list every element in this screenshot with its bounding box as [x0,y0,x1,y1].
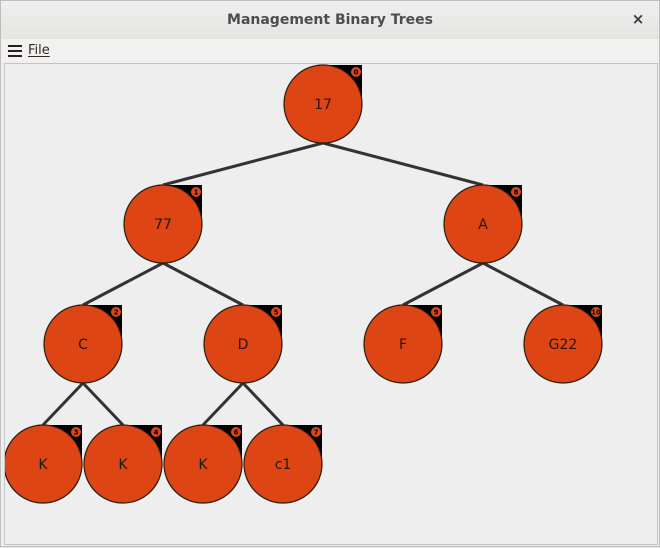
node-circle [123,184,203,264]
node-value-label: K [118,457,128,473]
node-value-label: G22 [549,337,578,353]
node-circle [523,304,603,384]
file-menu[interactable]: File [8,42,50,59]
node-circle [283,64,363,144]
node-value-label: 17 [314,97,332,113]
tree-edge [482,261,564,307]
tree-edge [322,141,484,187]
node-index-badge [311,427,321,437]
node-value-label: D [238,337,249,353]
node-index-label: 8 [514,189,519,197]
tree-node[interactable]: 3K [3,424,83,504]
node-circle [43,304,123,384]
node-index-badge [351,67,361,77]
tree-edge [402,261,484,307]
tree-edge [162,141,324,187]
tree-edge [201,381,245,427]
edges-layer [41,141,564,427]
tree-edge [81,381,125,427]
node-value-label: 77 [154,217,172,233]
node-circle [243,424,323,504]
tree-node[interactable]: 8A [443,184,523,264]
title-bar[interactable]: Management Binary Trees × [1,1,659,40]
node-circle [163,424,243,504]
tree-edge [162,261,244,307]
node-index-label: 5 [274,309,279,317]
node-index-badge [231,427,241,437]
tree-node[interactable]: 2C [43,304,123,384]
node-value-label: c1 [275,457,292,473]
node-index-badge [431,307,441,317]
node-index-label: 0 [354,69,359,77]
node-index-badge [271,307,281,317]
node-index-label: 7 [314,429,319,437]
tree-edge [241,381,285,427]
close-button[interactable]: × [631,10,645,28]
node-value-label: A [478,217,488,233]
node-value-label: K [38,457,48,473]
menu-bar: File [1,39,659,61]
node-index-label: 1 [194,189,199,197]
node-index-label: 10 [591,309,601,317]
window-title: Management Binary Trees [227,12,433,28]
tree-node[interactable]: 7 c1 [243,424,323,504]
node-circle [83,424,163,504]
menu-icon [8,44,22,57]
tree-node[interactable]: 6K [163,424,243,504]
node-circle [443,184,523,264]
node-value-label: K [198,457,208,473]
tree-node[interactable]: 9F [363,304,443,384]
tree-edge [41,381,85,427]
node-index-badge [591,307,601,317]
tree-edge [82,261,164,307]
file-menu-label: File [28,43,50,58]
node-index-badge [71,427,81,437]
node-index-badge [111,307,121,317]
node-index-label: 9 [434,309,439,317]
tree-node[interactable]: 1 77 [123,184,203,264]
node-index-label: 3 [74,429,79,437]
node-value-label: F [399,337,407,353]
node-circle [203,304,283,384]
node-index-badge [151,427,161,437]
node-index-label: 6 [234,429,239,437]
node-index-badge [191,187,201,197]
tree-node[interactable]: 4K [83,424,163,504]
node-value-label: C [78,337,88,353]
node-index-label: 2 [114,309,119,317]
node-index-badge [511,187,521,197]
node-index-label: 4 [154,429,159,437]
tree-node[interactable]: 5D [203,304,283,384]
node-circle [363,304,443,384]
tree-node[interactable]: 0 17 [283,64,363,144]
